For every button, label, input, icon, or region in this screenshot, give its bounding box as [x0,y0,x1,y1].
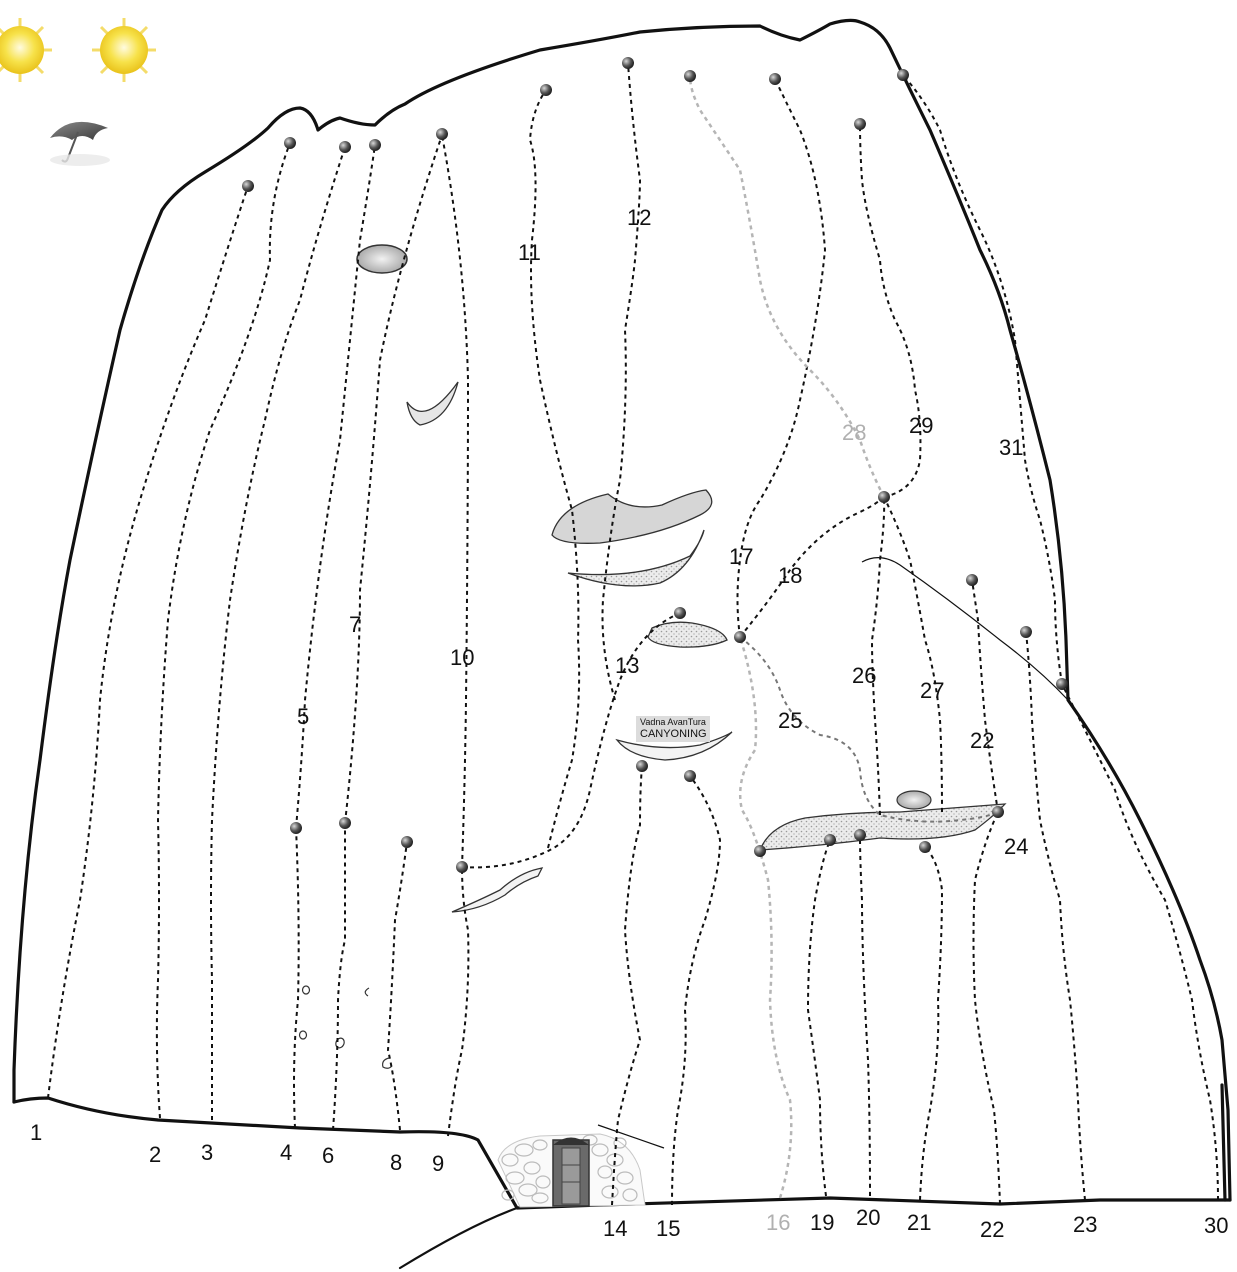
anchor-bolt [684,70,696,82]
anchor-bolt [854,118,866,130]
route-lines [47,62,1219,1206]
route-label-6: 6 [322,1143,334,1168]
anchor-bolt [622,57,634,69]
small-stone [896,790,932,810]
anchor-bolt [369,139,381,151]
canyon-ledge [615,731,733,761]
anchor-bolt [339,817,351,829]
cave-entrance [497,1133,646,1208]
cliff-edge [1220,1083,1227,1202]
anchor-bolt [540,84,552,96]
anchor-bolt [854,829,866,841]
route-label-10: 10 [450,645,474,670]
anchor-bolt [824,834,836,846]
sign-line-1: Vadna AvanTura [640,717,706,727]
route-label-4: 4 [280,1140,292,1165]
route-label-27: 27 [920,678,944,703]
route-label-5: 5 [297,704,309,729]
route-label-24: 24 [1004,834,1028,859]
anchor-bolt [754,845,766,857]
ground-line [12,1096,1232,1210]
route-label-2: 2 [149,1142,161,1167]
route-label-13: 13 [615,653,639,678]
anchor-bolt [769,73,781,85]
route-label-12: 12 [627,205,651,230]
route-label-19: 19 [810,1210,834,1235]
route-label-11: 11 [518,240,541,265]
pockets [298,985,393,1069]
route-label-15: 15 [656,1216,680,1241]
route-label-31: 31 [999,435,1023,460]
route-label-20: 20 [856,1205,880,1230]
crack-line [861,557,1069,701]
lower-flake [451,867,544,913]
anchor-bolt [966,574,978,586]
route-label-18: 18 [778,563,802,588]
route-label-17: 17 [729,544,753,569]
small-ledge [647,621,728,648]
canyoning-sign: Vadna AvanTura CANYONING [636,716,710,742]
anchor-bolt [339,141,351,153]
route-label-9: 9 [432,1151,444,1176]
route-label-26: 26 [852,663,876,688]
roof-overhang [551,489,713,544]
route-label-7: 7 [349,612,361,637]
rock-outline [12,18,1232,1202]
route-label-16: 16 [766,1210,790,1235]
route-label-28: 28 [842,420,866,445]
route-label-29: 29 [909,413,933,438]
sun-icon [92,18,156,82]
anchor-bolt [919,841,931,853]
route-label-1: 1 [30,1120,42,1145]
route-label-30: 30 [1204,1213,1228,1238]
anchor-bolt [734,631,746,643]
umbrella-icon [50,121,110,166]
anchor-bolt [878,491,890,503]
route-label-22-lower: 22 [980,1217,1004,1242]
route-label-3: 3 [201,1140,213,1165]
anchor-bolts [242,57,1068,873]
sign-line-2: CANYONING [640,728,707,740]
route-label-14: 14 [603,1216,627,1241]
sun-icon [0,18,52,82]
approach-line [597,1124,665,1149]
route-label-21: 21 [907,1210,931,1235]
anchor-bolt [436,128,448,140]
anchor-bolt [1056,678,1068,690]
route-label-25: 25 [778,708,802,733]
ledge-flake [567,529,705,587]
anchor-bolt [636,760,648,772]
route-label-8: 8 [390,1150,402,1175]
route-numbers: 1 2 3 4 5 6 7 8 9 10 11 12 13 14 15 16 1… [30,205,1228,1242]
anchor-bolt [401,836,413,848]
anchor-bolt [992,806,1004,818]
anchor-bolt [1020,626,1032,638]
anchor-bolt [242,180,254,192]
anchor-bolt [684,770,696,782]
anchor-bolt [674,607,686,619]
anchor-bolt [456,861,468,873]
long-ledge [759,803,1007,851]
rock-hole [356,244,408,274]
path-down [398,1206,519,1270]
anchor-bolt [290,822,302,834]
route-label-23: 23 [1073,1212,1097,1237]
anchor-bolt [284,137,296,149]
anchor-bolt [897,69,909,81]
route-label-22-upper: 22 [970,728,994,753]
crescent-flake [406,381,459,426]
